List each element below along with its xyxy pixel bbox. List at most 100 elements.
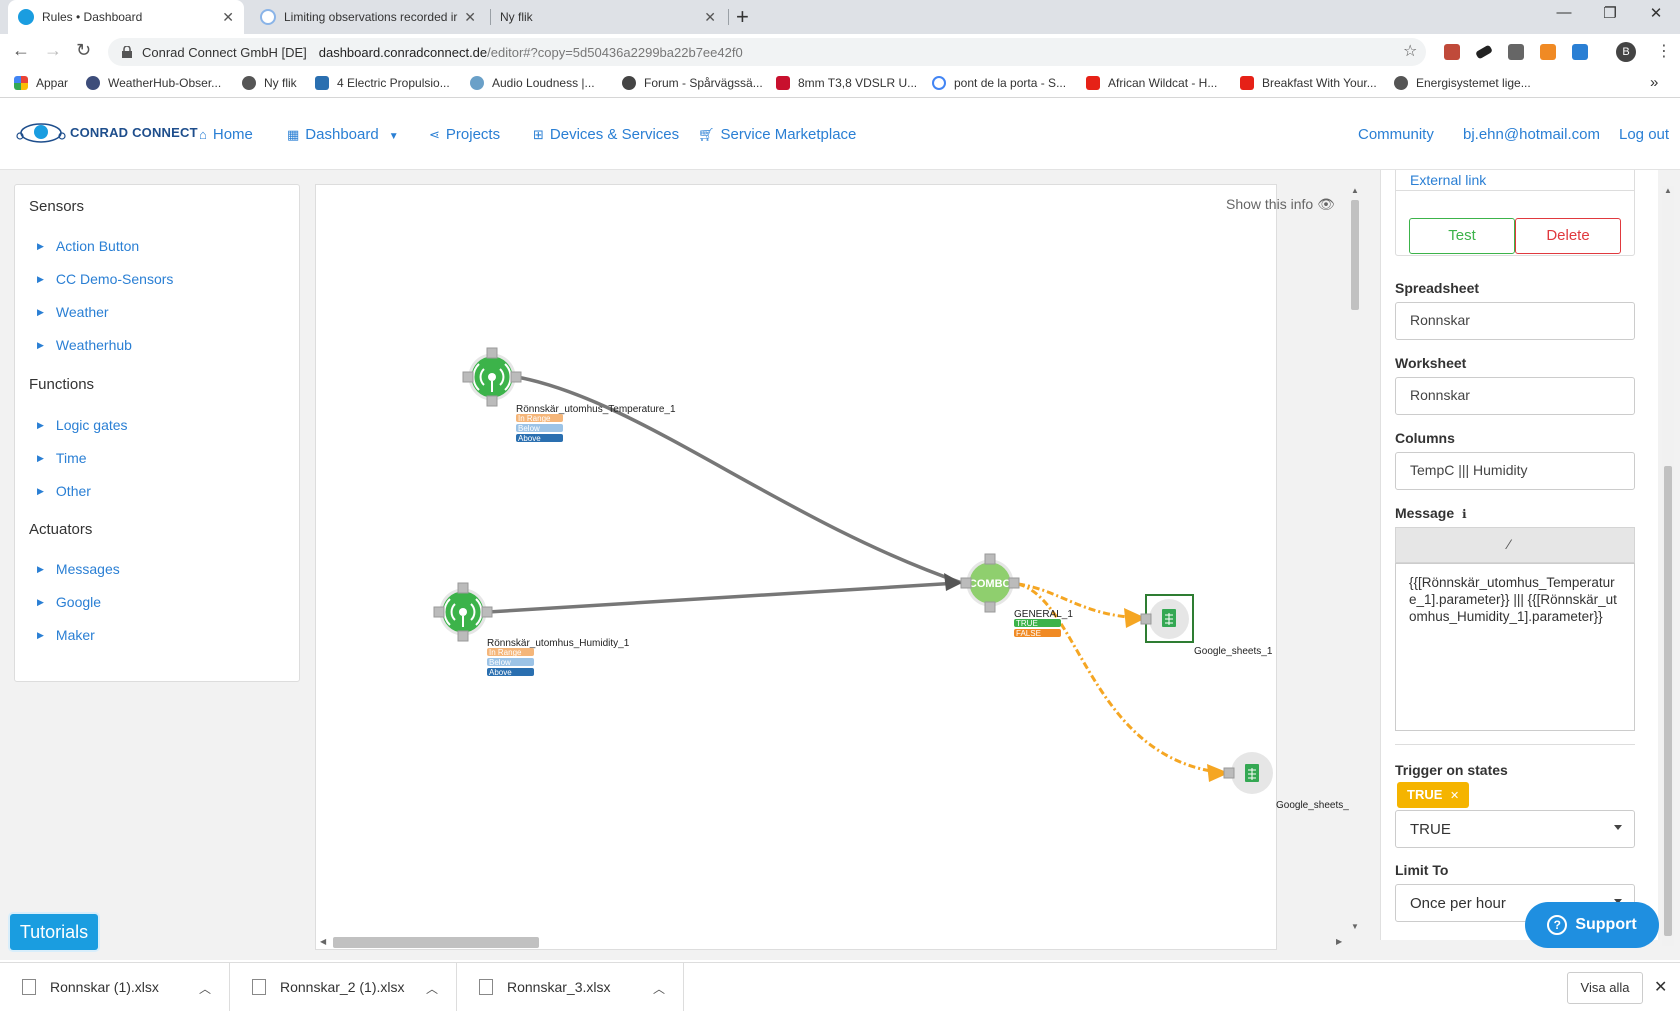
- message-textarea[interactable]: {{[Rönnskär_utomhus_Temperature_1].param…: [1395, 563, 1635, 731]
- palette-time[interactable]: ▶Time: [37, 450, 87, 466]
- nav-service-marketplace[interactable]: 🛒︎Service Marketplace: [698, 126, 856, 143]
- bookmark-item[interactable]: Breakfast With Your...: [1240, 76, 1377, 90]
- chevron-up-icon[interactable]: ︿: [425, 982, 438, 996]
- cloud-logo-icon: [16, 120, 66, 144]
- canvas-horizontal-scrollbar-thumb[interactable]: [333, 937, 539, 948]
- trigger-states-select[interactable]: TRUE: [1395, 810, 1635, 848]
- info-icon[interactable]: ℹ: [1462, 507, 1467, 521]
- nav-devices-services[interactable]: ⊞Devices & Services: [533, 126, 679, 143]
- spreadsheet-field[interactable]: Ronnskar: [1395, 302, 1635, 340]
- palette-cc-demo-sensors[interactable]: ▶CC Demo-Sensors: [37, 271, 173, 287]
- scroll-up-icon[interactable]: ▲: [1351, 186, 1359, 195]
- palette-weatherhub[interactable]: ▶Weatherhub: [37, 337, 132, 353]
- trigger-state-tag: TRUE ✕: [1397, 782, 1470, 808]
- download-item[interactable]: Ronnskar_2 (1).xlsx ︿: [230, 963, 457, 1011]
- tab-ny-flik[interactable]: Ny flik ✕: [490, 0, 726, 34]
- temperature-sensor-node[interactable]: [462, 347, 522, 407]
- sheets1-node-label: Google_sheets_1: [1194, 646, 1273, 657]
- nav-dashboard[interactable]: ▦Dashboard▼: [287, 126, 399, 143]
- close-downloads-icon[interactable]: ✕: [1654, 979, 1668, 996]
- panel-scrollbar[interactable]: ▲: [1662, 186, 1674, 946]
- scroll-right-icon[interactable]: ▶: [1336, 937, 1343, 946]
- palette-action-button[interactable]: ▶Action Button: [37, 238, 139, 254]
- download-item[interactable]: Ronnskar_3.xlsx ︿: [457, 963, 684, 1011]
- scrollbar-thumb[interactable]: [1351, 200, 1359, 310]
- scroll-down-icon[interactable]: ▼: [1351, 922, 1359, 931]
- state-label: Below: [489, 658, 511, 667]
- help-extension-icon[interactable]: [1508, 44, 1524, 60]
- google-sheets-node-1[interactable]: [1140, 594, 1194, 643]
- back-arrow-icon[interactable]: ←: [12, 40, 30, 60]
- bookmark-star-icon[interactable]: ☆: [1403, 43, 1418, 60]
- rule-editor-canvas[interactable]: [315, 184, 1277, 950]
- state-label: In Range: [518, 414, 551, 423]
- delete-button[interactable]: Delete: [1515, 218, 1621, 254]
- caret-right-icon: ▶: [37, 485, 44, 496]
- forward-arrow-icon[interactable]: →: [44, 40, 62, 60]
- nav-user-email[interactable]: bj.ehn@hotmail.com: [1463, 126, 1600, 143]
- magic-wand-icon[interactable]: ⁄: [1508, 536, 1511, 552]
- palette-logic-gates[interactable]: ▶Logic gates: [37, 417, 128, 433]
- pdf-extension-icon[interactable]: [1444, 44, 1460, 60]
- scroll-left-icon[interactable]: ◀: [320, 937, 327, 946]
- bookmark-item[interactable]: African Wildcat - H...: [1086, 76, 1217, 90]
- canvas-vertical-scrollbar[interactable]: ▲ ▼: [1349, 186, 1361, 936]
- nav-home[interactable]: ⌂Home: [199, 126, 253, 143]
- download-filename: Ronnskar_2 (1).xlsx: [280, 979, 405, 995]
- remove-tag-icon[interactable]: ✕: [1450, 790, 1460, 802]
- tutorials-button[interactable]: Tutorials: [10, 914, 98, 950]
- hum-node-label: Rönnskär_utomhus_Humidity_1: [487, 638, 630, 649]
- bookmarks-overflow-icon[interactable]: »: [1650, 74, 1659, 91]
- tab-limiting-observations[interactable]: Limiting observations recorded ir ✕: [250, 0, 486, 34]
- bookmark-item[interactable]: Forum - Spårvägssä...: [622, 76, 763, 90]
- scrollbar-thumb[interactable]: [1664, 466, 1672, 936]
- google-sheets-node-2[interactable]: [1223, 752, 1273, 794]
- sync-extension-icon[interactable]: [1572, 44, 1588, 60]
- nav-logout[interactable]: Log out: [1619, 126, 1670, 143]
- support-button[interactable]: ?Support: [1525, 902, 1659, 948]
- node-settings-panel: External link Test Delete Spreadsheet Ro…: [1380, 170, 1658, 940]
- columns-field[interactable]: TempC ||| Humidity: [1395, 452, 1635, 490]
- profile-avatar[interactable]: B: [1616, 42, 1636, 62]
- humidity-sensor-node[interactable]: [433, 582, 493, 642]
- bookmark-item[interactable]: pont de la porta - S...: [932, 76, 1066, 90]
- show-info-toggle[interactable]: Show this info 👁︎: [1226, 196, 1335, 213]
- download-filename: Ronnskar_3.xlsx: [507, 979, 611, 995]
- nav-projects[interactable]: ⋖Projects: [429, 126, 500, 143]
- close-tab-icon[interactable]: ✕: [222, 8, 234, 25]
- download-item[interactable]: Ronnskar (1).xlsx ︿: [0, 963, 230, 1011]
- palette-messages[interactable]: ▶Messages: [37, 561, 120, 577]
- url-field[interactable]: Conrad Connect GmbH [DE] dashboard.conra…: [108, 38, 1426, 66]
- browser-menu-icon[interactable]: ⋮: [1656, 43, 1672, 60]
- show-all-downloads-button[interactable]: Visa alla: [1567, 972, 1643, 1004]
- worksheet-field[interactable]: Ronnskar: [1395, 377, 1635, 415]
- close-window-icon[interactable]: ✕: [1649, 5, 1663, 22]
- test-button[interactable]: Test: [1409, 218, 1515, 254]
- reload-icon[interactable]: ↻: [76, 40, 92, 60]
- rss-extension-icon[interactable]: [1540, 44, 1556, 60]
- bookmark-apps[interactable]: Appar: [14, 76, 68, 90]
- bookmark-item[interactable]: 4 Electric Propulsio...: [315, 76, 450, 90]
- conrad-connect-logo[interactable]: CONRAD CONNECT: [16, 120, 198, 144]
- palette-other[interactable]: ▶Other: [37, 483, 91, 499]
- tab-rules-dashboard[interactable]: Rules • Dashboard ✕: [8, 0, 244, 34]
- scroll-up-icon[interactable]: ▲: [1664, 186, 1672, 195]
- minimize-icon[interactable]: —: [1556, 4, 1572, 21]
- bookmark-item[interactable]: Audio Loudness |...: [470, 76, 595, 90]
- palette-weather[interactable]: ▶Weather: [37, 304, 109, 320]
- bookmark-item[interactable]: 8mm T3,8 VDSLR U...: [776, 76, 917, 90]
- chevron-up-icon[interactable]: ︿: [652, 982, 665, 996]
- bookmark-item[interactable]: Energisystemet lige...: [1394, 76, 1531, 90]
- close-tab-icon[interactable]: ✕: [704, 8, 716, 25]
- maximize-icon[interactable]: ❐: [1603, 5, 1617, 22]
- palette-google[interactable]: ▶Google: [37, 594, 101, 610]
- new-tab-icon[interactable]: +: [736, 4, 749, 29]
- palette-maker[interactable]: ▶Maker: [37, 627, 95, 643]
- bookmark-item[interactable]: WeatherHub-Obser...: [86, 76, 221, 90]
- external-link[interactable]: External link: [1410, 172, 1487, 188]
- close-tab-icon[interactable]: ✕: [464, 8, 476, 25]
- bookmark-item[interactable]: Ny flik: [242, 76, 297, 90]
- nav-community[interactable]: Community: [1358, 126, 1434, 143]
- combo-logic-node[interactable]: COMBO: [960, 553, 1020, 613]
- chevron-up-icon[interactable]: ︿: [198, 982, 211, 996]
